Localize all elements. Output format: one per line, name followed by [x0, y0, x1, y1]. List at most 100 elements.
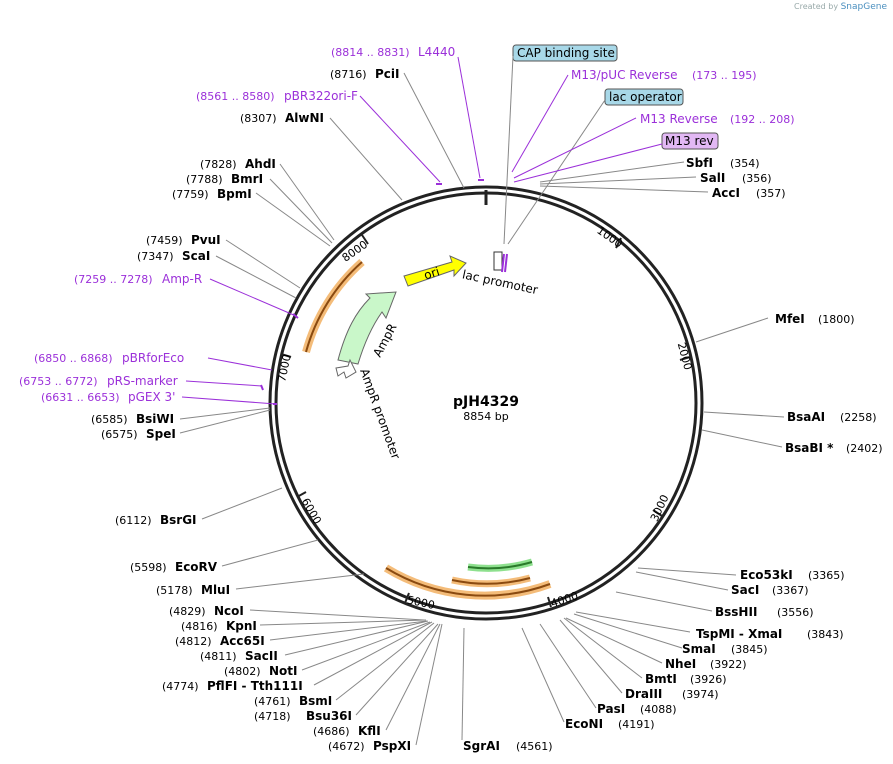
- enzyme-pos: (4774): [162, 680, 199, 693]
- enzyme-pflfi[interactable]: (4774) PflFI - Tth111I: [162, 679, 303, 693]
- enzyme-name: PflFI - Tth111I: [207, 679, 303, 693]
- enzyme-bmti[interactable]: BmtI(3926): [645, 672, 727, 686]
- enzyme-pos: (3843): [807, 628, 844, 641]
- enzyme-pos: (6575): [101, 428, 138, 441]
- enzyme-sacii[interactable]: (4811)SacII: [200, 649, 278, 663]
- primer-amp-r[interactable]: (7259 .. 7278) Amp-R: [74, 272, 202, 286]
- tick-1000: 1000: [594, 224, 624, 251]
- enzyme-bsrgi[interactable]: (6112)BsrGI: [115, 513, 197, 527]
- enzyme-eco53ki[interactable]: Eco53kI(3365): [740, 568, 845, 582]
- enzyme-smai[interactable]: SmaI(3845): [682, 642, 768, 656]
- enzyme-pos: (7347): [137, 250, 174, 263]
- enzyme-bsshii[interactable]: BssHII (3556): [715, 605, 814, 619]
- ampr-label: AmpR: [370, 321, 399, 359]
- enzyme-pos: (4561): [516, 740, 553, 753]
- enzyme-pos: (4802): [224, 665, 261, 678]
- primer-m13-reverse[interactable]: M13 Reverse (192 .. 208): [640, 112, 795, 126]
- enzyme-bpmi[interactable]: (7759)BpmI: [172, 187, 252, 201]
- enzyme-bsmi[interactable]: (4761)BsmI: [254, 694, 332, 708]
- enzyme-pos: (4811): [200, 650, 237, 663]
- enzyme-alwni[interactable]: (8307)AlwNI: [240, 111, 324, 125]
- enzyme-sbfi[interactable]: SbfI(354): [686, 156, 760, 170]
- enzyme-sali[interactable]: SalI(356): [700, 171, 772, 185]
- enzyme-saci[interactable]: SacI(3367): [731, 583, 809, 597]
- enzyme-name: SmaI: [682, 642, 716, 656]
- enzyme-mlui[interactable]: (5178)MluI: [156, 583, 230, 597]
- ori-feature[interactable]: ori: [403, 255, 467, 287]
- enzyme-name: PvuI: [191, 233, 221, 247]
- enzyme-pos: (4686): [313, 725, 350, 738]
- enzyme-name: NotI: [269, 664, 298, 678]
- enzyme-pos: (4761): [254, 695, 291, 708]
- enzyme-name: BsaAI: [787, 410, 825, 424]
- primer-pbr322ori-pos: (8561 .. 8580): [196, 90, 275, 103]
- enzyme-name: BpmI: [217, 187, 252, 201]
- enzyme-bmri[interactable]: (7788)BmrI: [186, 172, 263, 186]
- primer-pbr322ori-name: pBR322ori-F: [284, 89, 358, 103]
- plasmid-name: pJH4329: [453, 394, 519, 410]
- enzyme-name: BsaBI *: [785, 441, 834, 455]
- lac-operator-label: lac operator: [609, 90, 682, 104]
- enzyme-name: BssHII: [715, 605, 757, 619]
- enzyme-kfli[interactable]: (4686) KflI: [313, 724, 381, 738]
- enzyme-name: KpnI: [226, 619, 257, 633]
- lac-promoter-glyph[interactable]: [493, 251, 503, 271]
- enzyme-mfei[interactable]: MfeI(1800): [775, 312, 855, 326]
- primer-pgex3-name: pGEX 3': [128, 390, 175, 404]
- enzyme-ahdi[interactable]: (7828)AhdI: [200, 157, 276, 171]
- enzyme-scai[interactable]: (7347)ScaI: [137, 249, 210, 263]
- enzyme-acc65i[interactable]: (4812)Acc65I: [175, 634, 265, 648]
- primer-pbrforeco[interactable]: (6850 .. 6868) pBRforEco: [34, 351, 184, 365]
- enzyme-bsiwi[interactable]: (6585)BsiWI: [91, 412, 174, 426]
- leader-lines-left: [179, 72, 465, 746]
- enzyme-name: SgrAI: [463, 739, 500, 753]
- primer-prs-marker[interactable]: (6753 .. 6772) pRS-marker: [19, 374, 178, 388]
- primer-pbr322ori[interactable]: (8561 .. 8580) pBR322ori-F: [196, 89, 358, 103]
- enzyme-name: SacI: [731, 583, 759, 597]
- enzyme-bsaai[interactable]: BsaAI(2258): [787, 410, 877, 424]
- enzyme-pos: (7828): [200, 158, 237, 171]
- enzyme-sgrai[interactable]: SgrAI (4561): [463, 739, 553, 753]
- enzyme-bsu36i[interactable]: (4718)Bsu36I: [254, 709, 352, 723]
- primer-m13-reverse-pos: (192 .. 208): [730, 113, 795, 126]
- enzyme-name: NheI: [665, 657, 696, 671]
- tick-marks: [280, 234, 691, 608]
- enzyme-pos: (3922): [710, 658, 747, 671]
- enzyme-spei[interactable]: (6575)SpeI: [101, 427, 176, 441]
- enzyme-pos: (7459): [146, 234, 183, 247]
- ampr-promoter-arrow[interactable]: [335, 358, 357, 379]
- enzyme-pos: (1800): [818, 313, 855, 326]
- enzyme-bsabi[interactable]: BsaBI *(2402): [785, 441, 883, 455]
- enzyme-pos: (8716): [330, 68, 367, 81]
- enzyme-noti[interactable]: (4802) NotI: [224, 664, 298, 678]
- ampr-feature[interactable]: AmpR AmpR promoter: [335, 291, 403, 461]
- enzyme-econi[interactable]: EcoNI(4191): [565, 717, 655, 731]
- primer-pgex3[interactable]: (6631 .. 6653) pGEX 3': [41, 390, 175, 404]
- primer-l4440[interactable]: (8814 .. 8831) L4440: [331, 45, 455, 59]
- lac-promoter-feature[interactable]: lac promoter: [461, 251, 539, 297]
- enzyme-pos: (3556): [777, 606, 814, 619]
- enzyme-pos: (4816): [181, 620, 218, 633]
- enzyme-kpni[interactable]: (4816) KpnI: [181, 619, 257, 633]
- enzyme-pasi[interactable]: PasI(4088): [597, 702, 677, 716]
- enzyme-pspxi[interactable]: (4672)PspXI: [328, 739, 411, 753]
- primer-pbrforeco-pos: (6850 .. 6868): [34, 352, 113, 365]
- enzyme-pos: (4191): [618, 718, 655, 731]
- enzyme-name: KflI: [358, 724, 381, 738]
- enzyme-draiii[interactable]: DraIII(3974): [625, 687, 719, 701]
- enzyme-ecorv[interactable]: (5598)EcoRV: [130, 560, 218, 574]
- enzyme-tspmi[interactable]: TspMI - XmaI(3843): [696, 627, 844, 641]
- ori-arrow[interactable]: [403, 255, 467, 287]
- enzyme-pcii[interactable]: (8716)PciI: [330, 67, 400, 81]
- enzyme-acci[interactable]: AccI(357): [712, 186, 786, 200]
- enzyme-ncoi[interactable]: (4829)NcoI: [169, 604, 244, 618]
- primer-l4440-pos: (8814 .. 8831): [331, 46, 410, 59]
- ampr-arrow[interactable]: [337, 291, 397, 365]
- primer-m13puc-reverse[interactable]: M13/pUC Reverse (173 .. 195): [571, 68, 757, 82]
- enzyme-nhei[interactable]: NheI (3922): [665, 657, 747, 671]
- enzyme-name: PspXI: [373, 739, 411, 753]
- enzyme-pvui[interactable]: (7459) PvuI: [146, 233, 221, 247]
- primer-pgex3-pos: (6631 .. 6653): [41, 391, 120, 404]
- enzyme-name: AccI: [712, 186, 740, 200]
